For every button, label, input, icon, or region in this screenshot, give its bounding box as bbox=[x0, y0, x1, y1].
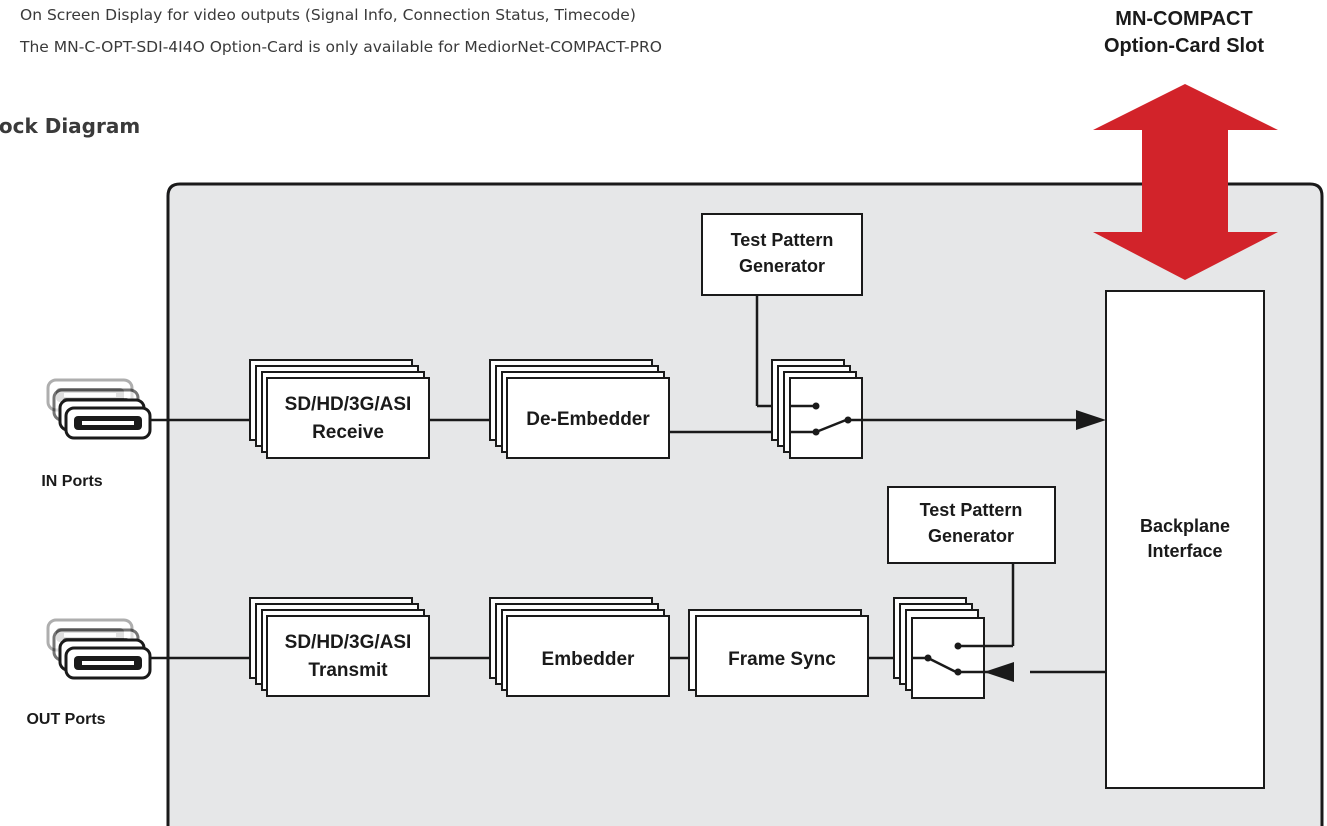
receive-block bbox=[249, 359, 430, 459]
de-embedder-label: De-Embedder bbox=[526, 409, 650, 430]
option-card-slot-arrow bbox=[1093, 84, 1278, 280]
intro-line-2: The MN-C-OPT-SDI-4I4O Option-Card is onl… bbox=[20, 38, 662, 56]
tpg-top-label-1: Test Pattern bbox=[731, 230, 834, 250]
slot-title-line-2: Option-Card Slot bbox=[1104, 35, 1264, 57]
in-ports-hdmi-icon bbox=[46, 378, 152, 440]
de-embedder-block bbox=[489, 359, 670, 459]
card-panel bbox=[166, 182, 1324, 826]
frame-sync-label: Frame Sync bbox=[728, 649, 836, 670]
transmit-block bbox=[249, 597, 430, 697]
tpg-bottom-block bbox=[887, 486, 1056, 564]
receive-label-2: Receive bbox=[312, 422, 384, 443]
backplane-label-2: Interface bbox=[1147, 541, 1222, 561]
intro-line-1: On Screen Display for video outputs (Sig… bbox=[20, 6, 636, 24]
transmit-label-1: SD/HD/3G/ASI bbox=[285, 632, 412, 653]
transmit-label-2: Transmit bbox=[308, 660, 388, 681]
option-card-slot-title: MN-COMPACT Option-Card Slot bbox=[1066, 6, 1302, 60]
out-ports-label: OUT Ports bbox=[26, 711, 105, 728]
frame-sync-block bbox=[688, 609, 869, 697]
embedder-block bbox=[489, 597, 670, 697]
backplane-interface-block bbox=[1105, 290, 1265, 789]
slot-title-line-1: MN-COMPACT bbox=[1115, 8, 1253, 30]
embedder-label: Embedder bbox=[542, 649, 636, 670]
tpg-bottom-label-2: Generator bbox=[928, 526, 1014, 546]
output-switch-block bbox=[893, 597, 985, 699]
tpg-top-block bbox=[701, 213, 863, 296]
arrow-from-backplane bbox=[984, 662, 1014, 682]
in-ports-label: IN Ports bbox=[41, 473, 102, 490]
section-title: lock Diagram bbox=[0, 114, 141, 138]
out-ports-hdmi-icon bbox=[46, 618, 152, 680]
arrow-to-backplane bbox=[1076, 410, 1106, 430]
backplane-label-1: Backplane bbox=[1140, 516, 1230, 536]
receive-label-1: SD/HD/3G/ASI bbox=[285, 394, 412, 415]
tpg-top-label-2: Generator bbox=[739, 256, 825, 276]
tpg-bottom-label-1: Test Pattern bbox=[920, 500, 1023, 520]
